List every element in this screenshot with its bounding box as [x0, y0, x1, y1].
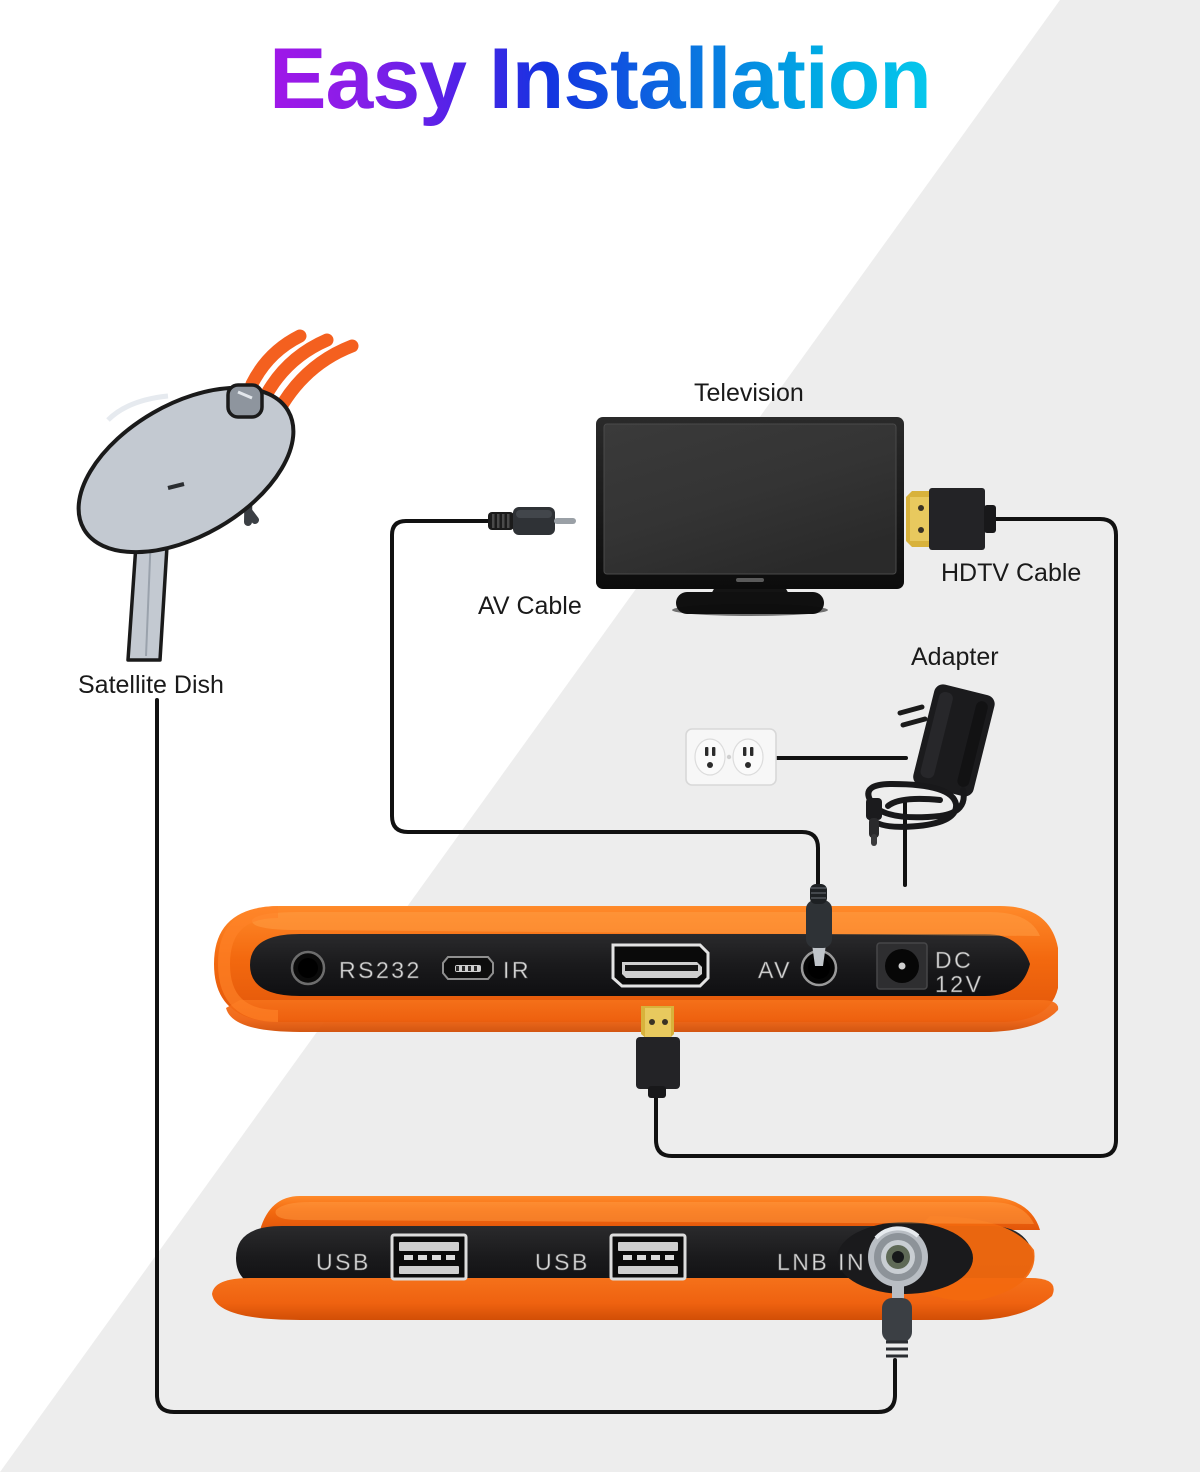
outlet-socket-right — [732, 738, 764, 776]
label-av-cable: AV Cable — [478, 592, 582, 620]
tv-logo — [736, 578, 764, 582]
port-hdmi[interactable] — [611, 943, 710, 988]
label-lnb-in: LNB IN — [777, 1249, 866, 1275]
port-rs232[interactable] — [290, 950, 326, 986]
label-usb-2: USB — [535, 1249, 590, 1275]
port-dc-12v[interactable] — [876, 942, 928, 990]
label-ir: IR — [503, 957, 531, 983]
adapter-prongs — [897, 704, 928, 728]
port-ir[interactable] — [442, 956, 494, 980]
label-usb-1: USB — [316, 1249, 371, 1275]
label-dc-line1: DC — [935, 947, 973, 973]
av-plug — [488, 507, 576, 535]
cable-coax-dish-to-lnb — [155, 698, 897, 1414]
label-hdtv-cable: HDTV Cable — [941, 559, 1082, 587]
outlet-socket-left — [694, 738, 726, 776]
label-television: Television — [694, 379, 804, 407]
port-usb-2[interactable] — [609, 1233, 687, 1281]
av-plug-inserted — [806, 884, 832, 966]
dish-lnb-head — [226, 383, 264, 419]
coax-plug-lnb — [882, 1282, 912, 1358]
hdmi-plug-shell — [929, 488, 985, 550]
label-satellite-dish: Satellite Dish — [78, 671, 224, 699]
label-av: AV — [758, 957, 792, 983]
dish-reflector — [76, 385, 296, 555]
hdmi-plug-gold-tip — [906, 491, 930, 547]
cable-hdmi-receiver-to-tv — [654, 517, 1118, 1158]
hdmi-plug-strain-relief — [984, 505, 996, 533]
port-usb-1[interactable] — [390, 1233, 468, 1281]
hdmi-plug-gold-tip-receiver — [641, 1006, 674, 1040]
adapter-coiled-cable — [865, 780, 967, 830]
tv-screen — [604, 424, 896, 574]
port-lnb-in[interactable] — [868, 1226, 928, 1287]
receiver-shell-front-bottom — [212, 1278, 1054, 1320]
label-rs232: RS232 — [339, 957, 422, 983]
hdmi-strain-relief-receiver — [648, 1086, 666, 1098]
page-title: Easy Installation — [269, 31, 932, 127]
cable-av-tv-to-receiver — [390, 519, 820, 888]
label-dc-line2: 12V — [935, 971, 983, 997]
label-adapter: Adapter — [911, 643, 999, 671]
hdmi-plug-shell-receiver — [636, 1037, 680, 1089]
adapter-dc-tip — [866, 798, 882, 846]
